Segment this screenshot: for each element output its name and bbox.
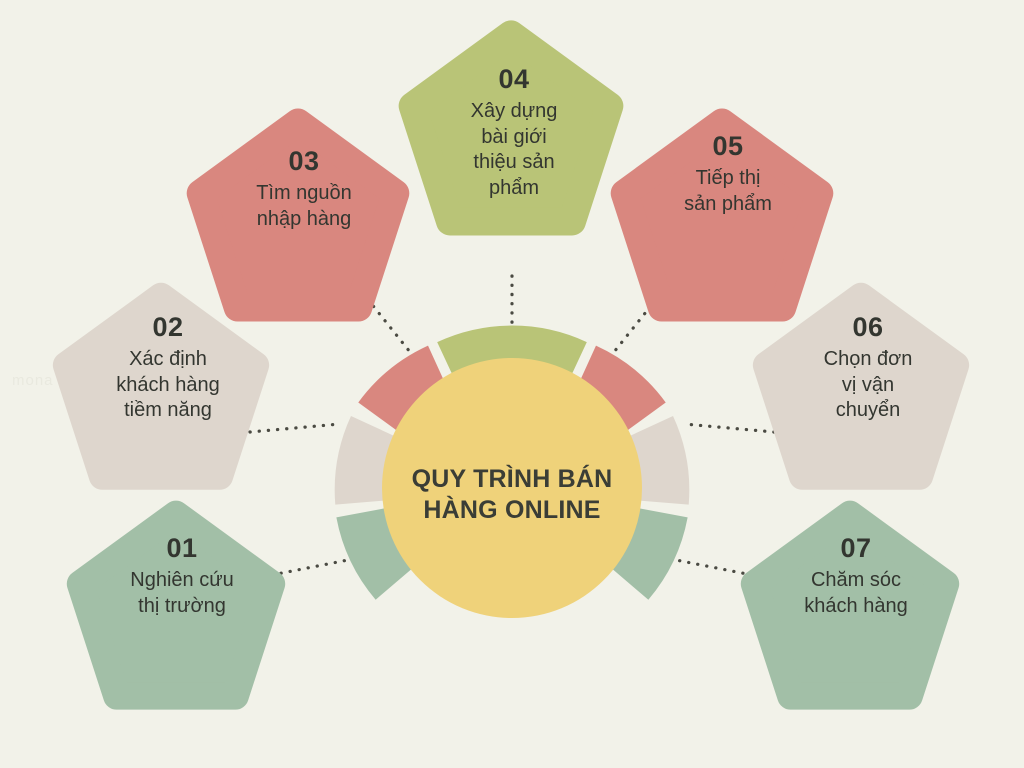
connector-line-03 <box>360 290 412 354</box>
pentagon-node-04[interactable] <box>413 34 610 221</box>
connector-line-07 <box>674 558 754 577</box>
center-inner-circle <box>382 358 642 618</box>
pentagon-node-06[interactable] <box>766 296 956 476</box>
ring-segment-04 <box>437 325 587 392</box>
pentagon-node-03[interactable] <box>200 122 395 308</box>
connector-line-06 <box>682 422 776 434</box>
ring-segments <box>334 325 690 600</box>
ring-segment-05 <box>572 345 666 435</box>
pentagon-node-07[interactable] <box>754 514 945 696</box>
ring-segment-02 <box>334 415 401 505</box>
pentagon-node-02[interactable] <box>66 296 256 476</box>
ring-segment-03 <box>358 345 452 435</box>
pentagon-node-05[interactable] <box>624 122 819 308</box>
pentagon-node-01[interactable] <box>80 514 271 696</box>
ring-segment-07 <box>606 506 688 600</box>
ring-segment-01 <box>336 506 418 600</box>
connector-line-05 <box>612 290 664 354</box>
connector-line-01 <box>270 558 350 577</box>
ring-segment-06 <box>623 415 690 505</box>
connector-line-02 <box>248 422 342 434</box>
